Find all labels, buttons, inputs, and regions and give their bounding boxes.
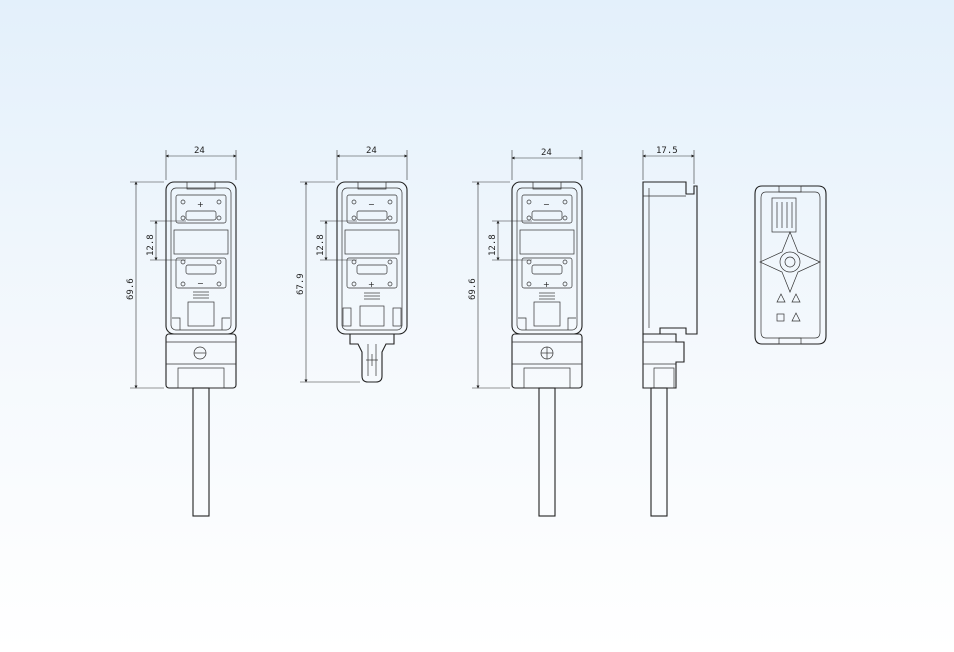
polarity-plus-icon: + xyxy=(543,280,550,289)
side-view: 17.5 xyxy=(642,146,698,517)
double-insulation-icon xyxy=(776,313,785,322)
dim-height-3: 69.6 xyxy=(468,278,478,300)
dim-pitch-3: 12.8 xyxy=(488,234,498,256)
dim-width-3: 24 xyxy=(541,148,552,158)
dim-depth-4: 17.5 xyxy=(656,146,678,156)
dim-pitch-2: 12.8 xyxy=(316,234,326,256)
front-view-3: − + 24 69.6 12.8 xyxy=(468,148,583,517)
front-view-2: − + 24 67.9 12.8 xyxy=(296,146,408,383)
front-view-1: + − 24 69.6 xyxy=(126,146,237,517)
dim-height-2: 67.9 xyxy=(296,273,306,295)
dim-pitch-1: 12.8 xyxy=(146,234,156,256)
rear-view xyxy=(754,185,827,345)
polarity-minus-icon: − xyxy=(197,279,204,288)
dim-height-1: 69.6 xyxy=(126,278,136,300)
polarity-plus-icon: + xyxy=(368,280,375,289)
warning-triangle-icon xyxy=(776,293,786,303)
warning-triangle-icon xyxy=(791,293,801,303)
polarity-plus-icon: + xyxy=(197,200,204,209)
dim-width-2: 24 xyxy=(366,146,377,156)
polarity-minus-icon: − xyxy=(543,200,550,209)
dim-width-1: 24 xyxy=(194,146,205,156)
warning-triangle-icon xyxy=(791,312,801,322)
polarity-minus-icon: − xyxy=(368,200,375,209)
